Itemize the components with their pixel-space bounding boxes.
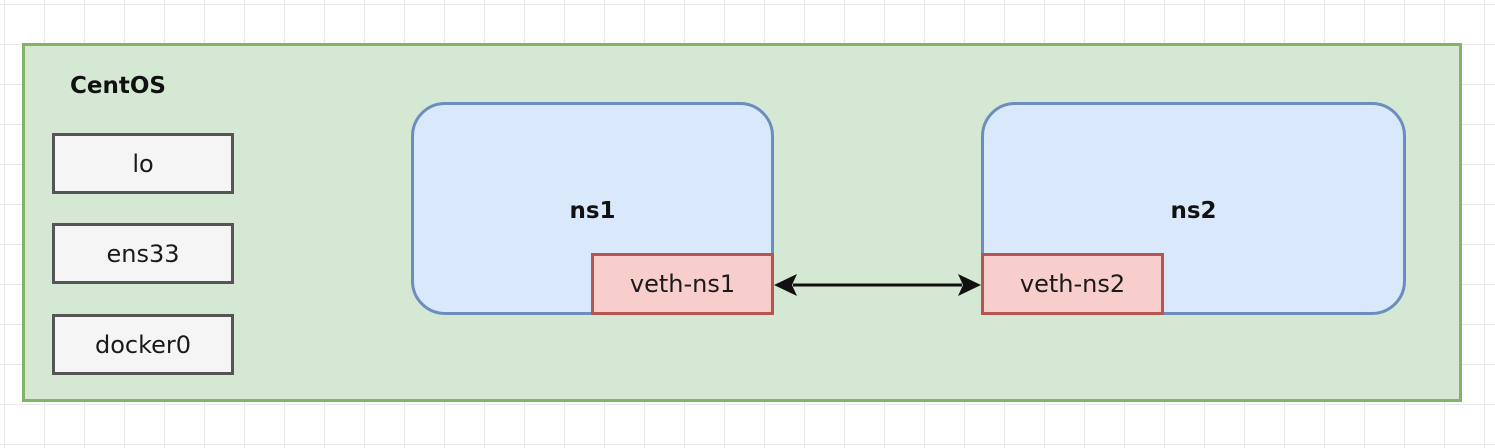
host-title: CentOS: [70, 73, 166, 99]
interface-lo: lo: [52, 133, 234, 194]
interface-ens33: ens33: [52, 223, 234, 284]
namespace-ns2-label: ns2: [1170, 198, 1217, 224]
namespace-ns1-label: ns1: [569, 198, 616, 224]
veth-ns1-interface: veth-ns1: [591, 253, 774, 315]
arrow-right-icon: [958, 274, 981, 296]
arrow-left-icon: [774, 274, 797, 296]
interface-docker0: docker0: [52, 314, 234, 375]
veth-ns2-interface: veth-ns2: [981, 253, 1164, 315]
